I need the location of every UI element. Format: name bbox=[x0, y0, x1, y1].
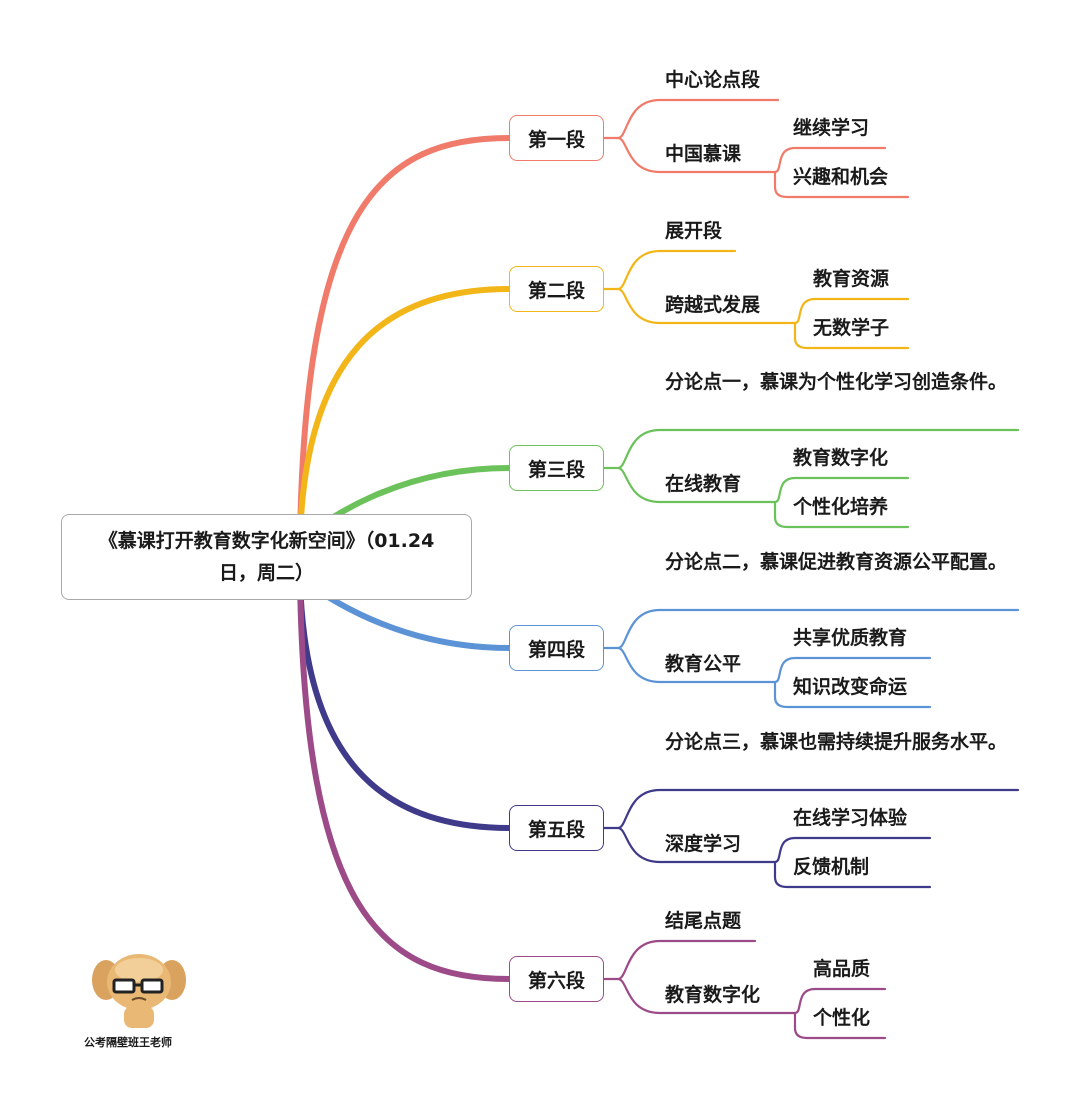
leaf-connector bbox=[773, 146, 887, 174]
topic-connector bbox=[616, 466, 777, 504]
point-node[interactable]: 分论点三，慕课也需持续提升服务水平。 bbox=[665, 731, 1008, 753]
topic-node[interactable]: 中国慕课 bbox=[665, 143, 742, 165]
leaf-connector bbox=[793, 297, 910, 325]
segment-node-6[interactable]: 第六段 bbox=[509, 956, 604, 1002]
segment-node-1[interactable]: 第一段 bbox=[509, 115, 604, 161]
topic-node[interactable]: 在线教育 bbox=[665, 473, 742, 495]
leaf-connector bbox=[793, 321, 910, 350]
main-branch-line bbox=[297, 286, 512, 543]
leaf-node[interactable]: 知识改变命运 bbox=[793, 676, 908, 698]
segment-node-2[interactable]: 第二段 bbox=[509, 266, 604, 312]
point-node[interactable]: 中心论点段 bbox=[665, 69, 761, 91]
leaf-connector bbox=[773, 476, 910, 504]
dog-mascot-icon bbox=[92, 954, 186, 1028]
leaf-connector bbox=[773, 170, 910, 199]
leaf-connector bbox=[773, 680, 932, 709]
leaf-node[interactable]: 在线学习体验 bbox=[793, 807, 908, 829]
leaf-node[interactable]: 继续学习 bbox=[793, 117, 870, 139]
main-branch-line bbox=[297, 577, 512, 831]
leaf-node[interactable]: 无数学子 bbox=[813, 317, 890, 339]
topic-connector bbox=[616, 646, 777, 684]
point-node[interactable]: 结尾点题 bbox=[665, 910, 742, 932]
segment-node-3[interactable]: 第三段 bbox=[509, 445, 604, 491]
main-branch-line bbox=[297, 135, 512, 543]
topic-connector bbox=[616, 977, 797, 1015]
topic-node[interactable]: 深度学习 bbox=[665, 833, 742, 855]
topic-connector bbox=[616, 287, 797, 325]
leaf-node[interactable]: 个性化培养 bbox=[793, 496, 889, 518]
segment-node-4[interactable]: 第四段 bbox=[509, 625, 604, 671]
point-connector bbox=[602, 939, 757, 981]
point-node[interactable]: 分论点二，慕课促进教育资源公平配置。 bbox=[665, 551, 1008, 573]
segment-node-5[interactable]: 第五段 bbox=[509, 805, 604, 851]
leaf-connector bbox=[773, 656, 932, 684]
main-branch-line bbox=[297, 577, 512, 982]
leaf-connector bbox=[773, 836, 932, 864]
leaf-connector bbox=[773, 500, 910, 529]
leaf-connector bbox=[793, 1011, 887, 1040]
leaf-connector bbox=[773, 860, 932, 889]
leaf-node[interactable]: 共享优质教育 bbox=[793, 627, 908, 649]
point-node[interactable]: 展开段 bbox=[665, 220, 723, 242]
leaf-node[interactable]: 反馈机制 bbox=[793, 856, 870, 878]
leaf-node[interactable]: 高品质 bbox=[813, 958, 871, 980]
root-title: 《慕课打开教育数字化新空间》（01.24日，周二） bbox=[98, 530, 435, 584]
watermark-caption: 公考隔壁班王老师 bbox=[84, 1036, 172, 1049]
leaf-node[interactable]: 兴趣和机会 bbox=[793, 166, 889, 188]
leaf-node[interactable]: 个性化 bbox=[813, 1007, 871, 1029]
leaf-node[interactable]: 教育资源 bbox=[813, 268, 890, 290]
point-node[interactable]: 分论点一，慕课为个性化学习创造条件。 bbox=[665, 371, 1008, 393]
point-connector bbox=[602, 249, 737, 291]
leaf-connector bbox=[793, 987, 887, 1015]
topic-node[interactable]: 教育公平 bbox=[665, 653, 742, 675]
topic-node[interactable]: 教育数字化 bbox=[665, 984, 761, 1006]
leaf-node[interactable]: 教育数字化 bbox=[793, 447, 889, 469]
topic-connector bbox=[616, 136, 777, 174]
topic-connector bbox=[616, 826, 777, 864]
point-connector bbox=[602, 98, 780, 140]
topic-node[interactable]: 跨越式发展 bbox=[665, 294, 761, 316]
root-node[interactable]: 《慕课打开教育数字化新空间》（01.24日，周二） bbox=[61, 514, 472, 600]
